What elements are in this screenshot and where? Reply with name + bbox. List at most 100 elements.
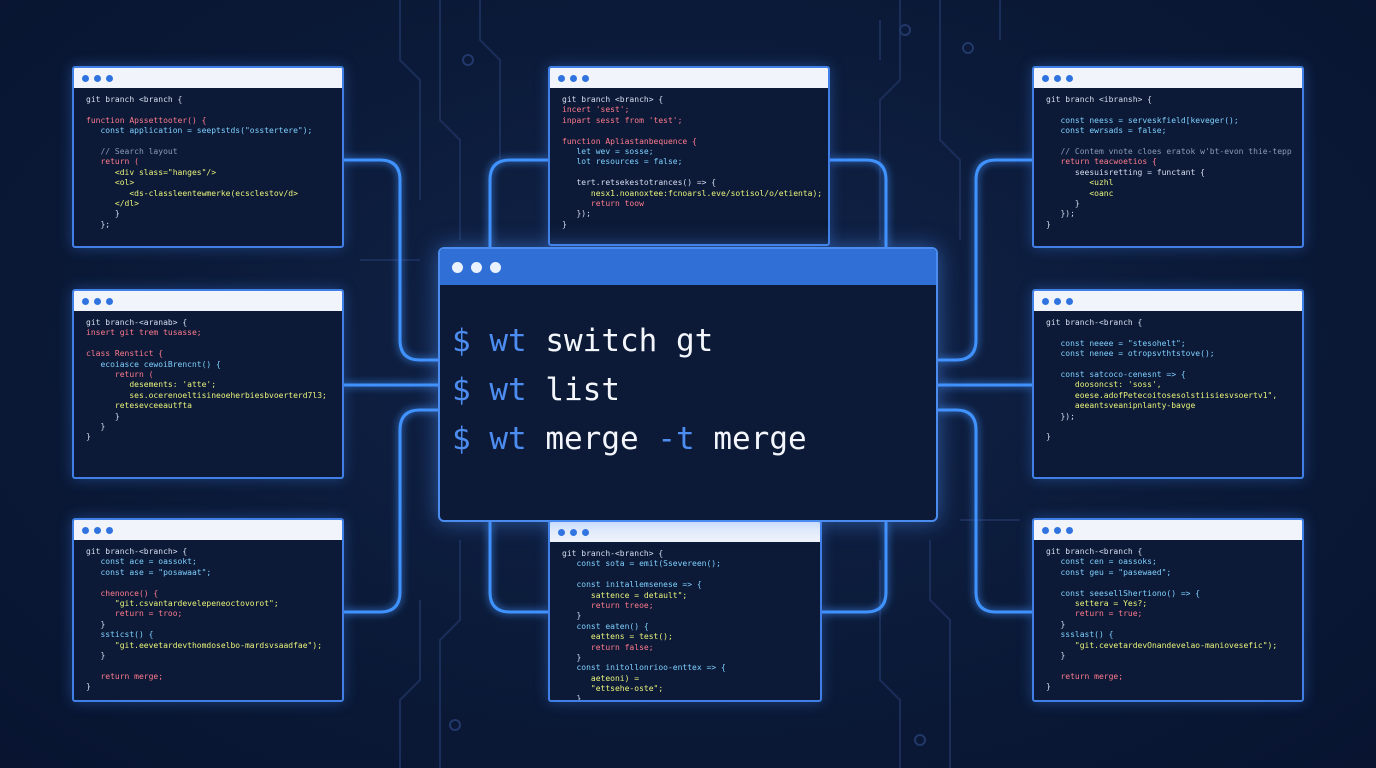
code-line xyxy=(1046,105,1290,115)
code-line: // Contem vnote cloes eratok w'bt-evon t… xyxy=(1046,146,1292,156)
code-line: insert git trem tusasse; xyxy=(86,328,202,338)
code-line: <oanc xyxy=(1046,188,1114,198)
code-line: } xyxy=(1046,682,1051,692)
code-line: } xyxy=(86,432,91,442)
window-titlebar xyxy=(74,68,342,88)
window-titlebar xyxy=(550,68,828,88)
main-terminal-window[interactable]: $ wt switch gt $ wt list $ wt merge -t m… xyxy=(438,247,938,522)
code-line: const neess = serveskfield[keveger(); xyxy=(1046,115,1239,125)
code-line xyxy=(86,105,330,115)
command-args: merge xyxy=(545,421,639,457)
window-dot-icon xyxy=(582,74,589,82)
code-line: git branch <branch { xyxy=(86,95,183,104)
window-titlebar xyxy=(550,522,820,542)
code-line: "git.cevetardevOnandevelao-maniovesefic"… xyxy=(1046,640,1278,650)
window-dot-icon xyxy=(570,74,577,82)
code-line: const eaten() { xyxy=(562,621,649,631)
window-dot-icon xyxy=(1042,297,1049,305)
code-window-middle-left[interactable]: git branch-<aranab> {insert git trem tus… xyxy=(72,289,344,479)
code-line: }); xyxy=(1046,411,1075,421)
code-line: const cen = oassoks; xyxy=(1046,557,1157,567)
code-line: } xyxy=(86,421,106,431)
code-line: class Renstict { xyxy=(86,349,164,359)
code-line: let wev = sosse; xyxy=(562,146,654,156)
window-dot-icon xyxy=(452,261,463,273)
window-dot-icon xyxy=(82,297,89,305)
window-dot-icon xyxy=(1054,526,1061,534)
code-block: git branch <ibransh> { const neess = ser… xyxy=(1034,88,1302,237)
window-titlebar xyxy=(1034,68,1302,88)
terminal-command-line: $ wt list xyxy=(452,366,936,415)
command-args: list xyxy=(545,372,620,408)
code-line: aeteoni) = xyxy=(562,673,640,683)
code-line: incert 'sest'; xyxy=(562,105,630,115)
code-line: const satcoco-cenesnt => { xyxy=(1046,369,1186,379)
code-line: <ol> xyxy=(86,178,135,188)
window-dot-icon xyxy=(570,528,577,536)
code-window-middle-right[interactable]: git branch-<branch { const neeee = "stes… xyxy=(1032,289,1304,479)
code-line: lot resources = false; xyxy=(562,157,683,167)
window-dot-icon xyxy=(1054,297,1061,305)
window-dot-icon xyxy=(1042,526,1049,534)
code-window-bottom-center[interactable]: git branch-<branch> { const sota = emit(… xyxy=(548,520,822,702)
code-line xyxy=(86,137,330,147)
code-line: chenonce() { xyxy=(86,588,159,598)
code-line: git branch-<branch> { xyxy=(86,547,188,556)
code-window-top-left[interactable]: git branch <branch {function Apssettoote… xyxy=(72,66,344,248)
prompt-symbol: $ xyxy=(452,372,471,408)
code-line: const neeee = "stesohelt"; xyxy=(1046,338,1186,348)
window-titlebar xyxy=(74,291,342,311)
code-line: return merge; xyxy=(86,671,164,681)
code-line: <ds-classleentewmerke(ecsclestov/d> xyxy=(86,188,298,198)
code-line: const sota = emit(Ssevereen(); xyxy=(562,559,721,569)
code-line: } xyxy=(1046,198,1080,208)
window-titlebar xyxy=(1034,291,1302,311)
code-block: git branch-<branch { const neeee = "stes… xyxy=(1034,311,1302,450)
code-line: inpart sesst from 'test'; xyxy=(562,115,683,125)
code-line: ssticst() { xyxy=(86,630,154,640)
code-block: git branch-<branch> { const sota = emit(… xyxy=(550,542,820,700)
code-window-top-right[interactable]: git branch <ibransh> { const neess = ser… xyxy=(1032,66,1304,248)
code-line: nesx1.noanoxtee:fcnoarsl.eve/sotisol/o/e… xyxy=(562,188,823,198)
code-line: settera = Yes?; xyxy=(1046,598,1148,608)
code-window-bottom-right[interactable]: git branch-<branch { const cen = oassoks… xyxy=(1032,518,1304,702)
command-args: switch gt xyxy=(545,323,714,359)
window-dot-icon xyxy=(1066,526,1073,534)
code-line: }); xyxy=(1046,209,1075,219)
code-line xyxy=(86,661,330,671)
code-line xyxy=(1046,137,1290,147)
code-line xyxy=(1046,578,1290,588)
code-window-bottom-left[interactable]: git branch-<branch> { const ace = oassok… xyxy=(72,518,344,702)
code-line: } xyxy=(1046,219,1051,229)
code-line: }); xyxy=(562,209,591,219)
window-dot-icon xyxy=(1066,297,1073,305)
code-line: const initollonrioo-enttex => { xyxy=(562,663,726,673)
code-line: <uzhl xyxy=(1046,178,1114,188)
code-line: const seesellShertiono() => { xyxy=(1046,588,1201,598)
code-block: git branch-<branch { const cen = oassoks… xyxy=(1034,540,1302,699)
code-line: return = troo; xyxy=(86,609,183,619)
code-line: </dl> xyxy=(86,198,139,208)
code-line: doosoncst: 'soss', xyxy=(1046,380,1162,390)
window-dot-icon xyxy=(471,261,482,273)
code-line: } xyxy=(562,219,567,229)
code-line: return ( xyxy=(86,369,154,379)
code-block: git branch <branch {function Apssettoote… xyxy=(74,88,342,237)
code-line: } xyxy=(86,650,106,660)
window-dot-icon xyxy=(106,74,113,82)
terminal-body[interactable]: $ wt switch gt $ wt list $ wt merge -t m… xyxy=(440,285,936,464)
window-dot-icon xyxy=(94,526,101,534)
window-dot-icon xyxy=(82,74,89,82)
code-line: } xyxy=(1046,650,1066,660)
command-tool: wt xyxy=(489,372,527,408)
main-terminal-titlebar xyxy=(440,249,936,285)
code-line: return treoe; xyxy=(562,600,654,610)
code-window-top-center[interactable]: git branch <branch> {incert 'sest';inpar… xyxy=(548,66,830,246)
code-line: retesevceeautfta xyxy=(86,401,192,411)
code-line: return merge; xyxy=(1046,671,1124,681)
window-dot-icon xyxy=(582,528,589,536)
window-dot-icon xyxy=(106,297,113,305)
code-line: return false; xyxy=(562,642,654,652)
window-titlebar xyxy=(74,520,342,540)
code-line: } xyxy=(1046,619,1066,629)
